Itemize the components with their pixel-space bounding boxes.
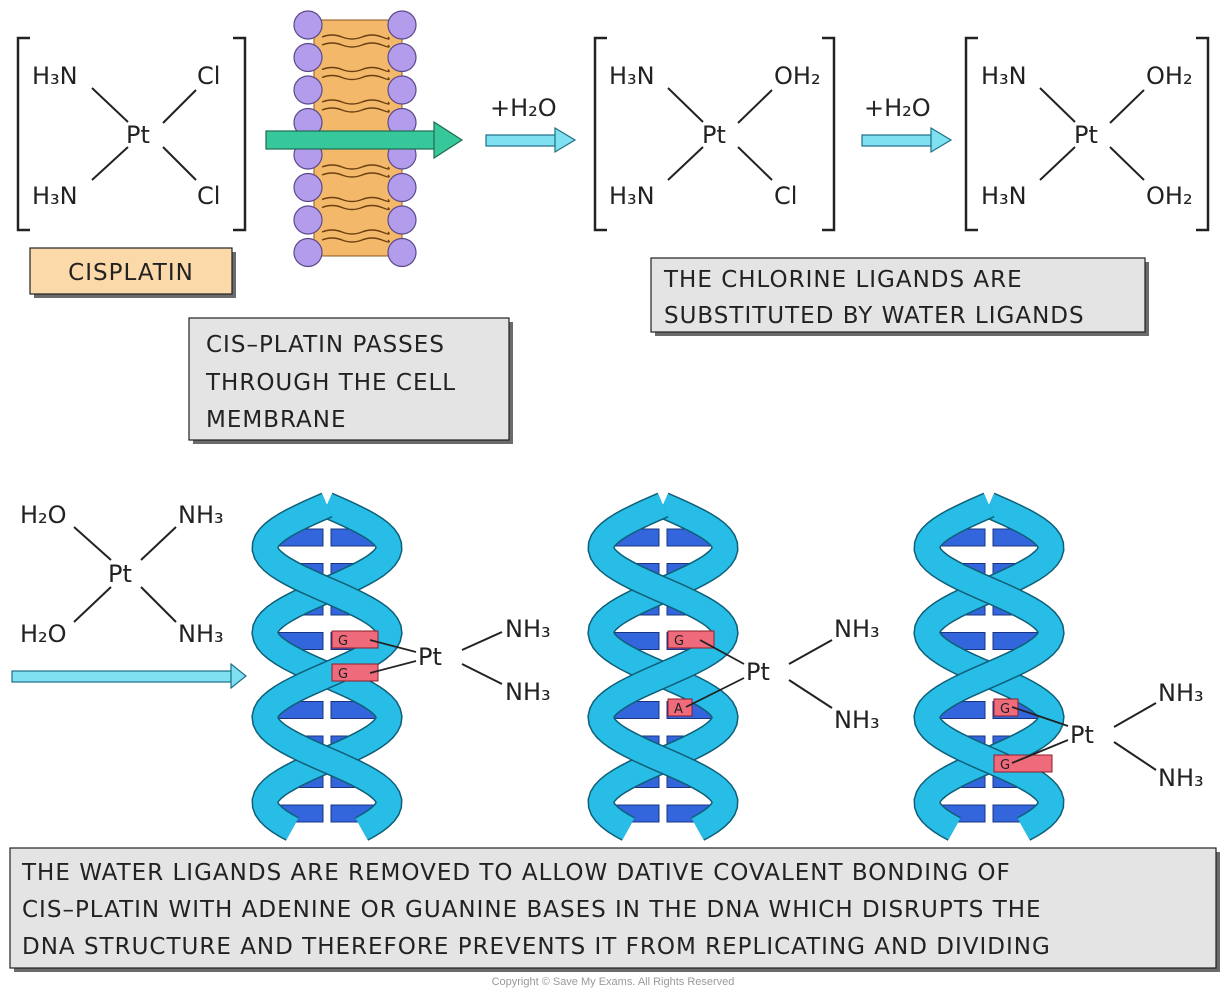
dna-backbone [588, 494, 738, 840]
cisplatin-label: CISPLATIN [68, 260, 194, 286]
dna-backbone [914, 494, 1064, 840]
diaqua-complex: H₃N OH₂ H₃N OH₂ Pt [964, 36, 1210, 232]
base-2: A [674, 702, 683, 717]
membrane-caption-box [188, 317, 510, 441]
ligand-top-right: NH₃ [178, 501, 224, 529]
phospholipid-head [293, 172, 323, 203]
ammine-ligand-1: NH₃ [834, 615, 880, 643]
membrane-caption-line-3: MEMBRANE [206, 407, 347, 433]
dna-backbone [588, 494, 738, 840]
ligand-caption-line-1: THE CHLORINE LIGANDS ARE [663, 267, 1023, 293]
dna-helix-3 [913, 492, 1065, 841]
lipid-tail [321, 204, 390, 211]
membrane-caption-line-1: CIS–PLATIN PASSES [206, 332, 445, 358]
phospholipid-head [387, 205, 417, 235]
ligand-bottom-left: H₂O [20, 620, 67, 648]
binding-arrow [11, 662, 247, 690]
ligand-caption-line-2: SUBSTITUTED BY WATER LIGANDS [664, 303, 1085, 329]
lipid-tail [321, 42, 390, 48]
ligand-bottom-left: H₃N [609, 182, 655, 210]
ligand-top-left: H₃N [32, 62, 78, 90]
phospholipid-head [387, 42, 417, 73]
copyright-notice: Copyright © Save My Exams. All Rights Re… [491, 976, 735, 988]
phospholipid-head [387, 237, 417, 268]
phospholipid-head [293, 205, 323, 235]
base-2: G [1000, 758, 1010, 773]
dna-3-adduct: G G Pt NH₃ NH₃ [993, 679, 1204, 792]
lipid-tail [321, 172, 390, 178]
ligand-top-left: H₂O [20, 501, 67, 529]
ligand-top-left: H₃N [981, 62, 1027, 90]
ammine-ligand-1: NH₃ [1158, 679, 1204, 707]
platinum-center: Pt [1070, 721, 1094, 749]
phospholipid-head [293, 237, 323, 268]
lipid-tail [321, 99, 390, 105]
lipid-tail [321, 107, 390, 113]
dna-1-adduct: G G Pt NH₃ NH₃ [331, 615, 551, 706]
base-1: G [674, 634, 684, 649]
bottom-caption-box [9, 847, 1217, 969]
ligand-caption-box [650, 257, 1146, 333]
phospholipid-head [387, 75, 417, 105]
bottom-caption-line-3: DNA STRUCTURE AND THEREFORE PREVENTS IT … [22, 934, 1051, 960]
base-2: G [338, 667, 348, 682]
hydrolysis-arrow-1 [485, 126, 577, 154]
lipid-tail [321, 237, 390, 243]
membrane-arrow [265, 120, 464, 160]
platinum-center: Pt [108, 560, 132, 588]
ligand-bottom-left: H₃N [32, 182, 78, 210]
phospholipid-head [293, 42, 323, 73]
lipid-tail [321, 34, 390, 40]
left-bracket [16, 36, 30, 232]
ligand-bottom-left: H₃N [981, 182, 1027, 210]
reaction-1-label: +H₂O [490, 94, 557, 122]
ligand-bottom-right: Cl [197, 182, 220, 210]
platinum-center: Pt [126, 121, 150, 149]
dna-backbone [914, 494, 1064, 840]
lipid-tail [321, 229, 390, 235]
base-1: G [338, 634, 348, 649]
ligand-top-right: Cl [197, 62, 220, 90]
phospholipid-head [293, 10, 323, 40]
bottom-caption-line-2: CIS–PLATIN WITH ADENINE OR GUANINE BASES… [22, 897, 1042, 923]
dna-helix-2 [587, 492, 739, 841]
bottom-caption-line-1: THE WATER LIGANDS ARE REMOVED TO ALLOW D… [21, 860, 1011, 886]
phospholipid-head [293, 75, 323, 105]
monoaqua-complex: H₃N OH₂ H₃N Cl Pt [593, 36, 836, 232]
phospholipid-head [387, 172, 417, 203]
ligand-bottom-right: Cl [774, 182, 797, 210]
ammine-ligand-2: NH₃ [1158, 764, 1204, 792]
base-1: G [1000, 702, 1010, 717]
ligand-top-right: OH₂ [774, 62, 821, 90]
lipid-tail [321, 196, 390, 203]
ligand-top-left: H₃N [609, 62, 655, 90]
diaqua-complex-reactant: H₂O NH₃ H₂O NH₃ Pt [20, 501, 224, 648]
right-bracket [233, 36, 247, 232]
platinum-center: Pt [746, 658, 770, 686]
phospholipid-head [387, 10, 417, 40]
ligand-bottom-right: NH₃ [178, 620, 224, 648]
lipid-tail [321, 66, 390, 73]
platinum-center: Pt [702, 121, 726, 149]
reaction-2-label: +H₂O [864, 94, 931, 122]
ammine-ligand-2: NH₃ [505, 678, 551, 706]
platinum-center: Pt [418, 643, 442, 671]
platinum-center: Pt [1074, 121, 1098, 149]
ligand-top-right: OH₂ [1146, 62, 1193, 90]
dna-2-adduct: G A Pt NH₃ NH₃ [667, 615, 880, 734]
lipid-tail [321, 164, 390, 170]
lipid-tails [321, 34, 390, 243]
cisplatin-complex: H₃N Cl H₃N Cl Pt [16, 36, 247, 232]
ligand-bottom-right: OH₂ [1146, 182, 1193, 210]
dna-backbone [252, 494, 402, 840]
hydrolysis-arrow-2 [861, 126, 953, 154]
cisplatin-label-box [29, 247, 233, 295]
lipid-tail [321, 74, 390, 81]
ammine-ligand-1: NH₃ [505, 615, 551, 643]
membrane-caption-line-2: THROUGH THE CELL [205, 370, 456, 396]
ammine-ligand-2: NH₃ [834, 706, 880, 734]
